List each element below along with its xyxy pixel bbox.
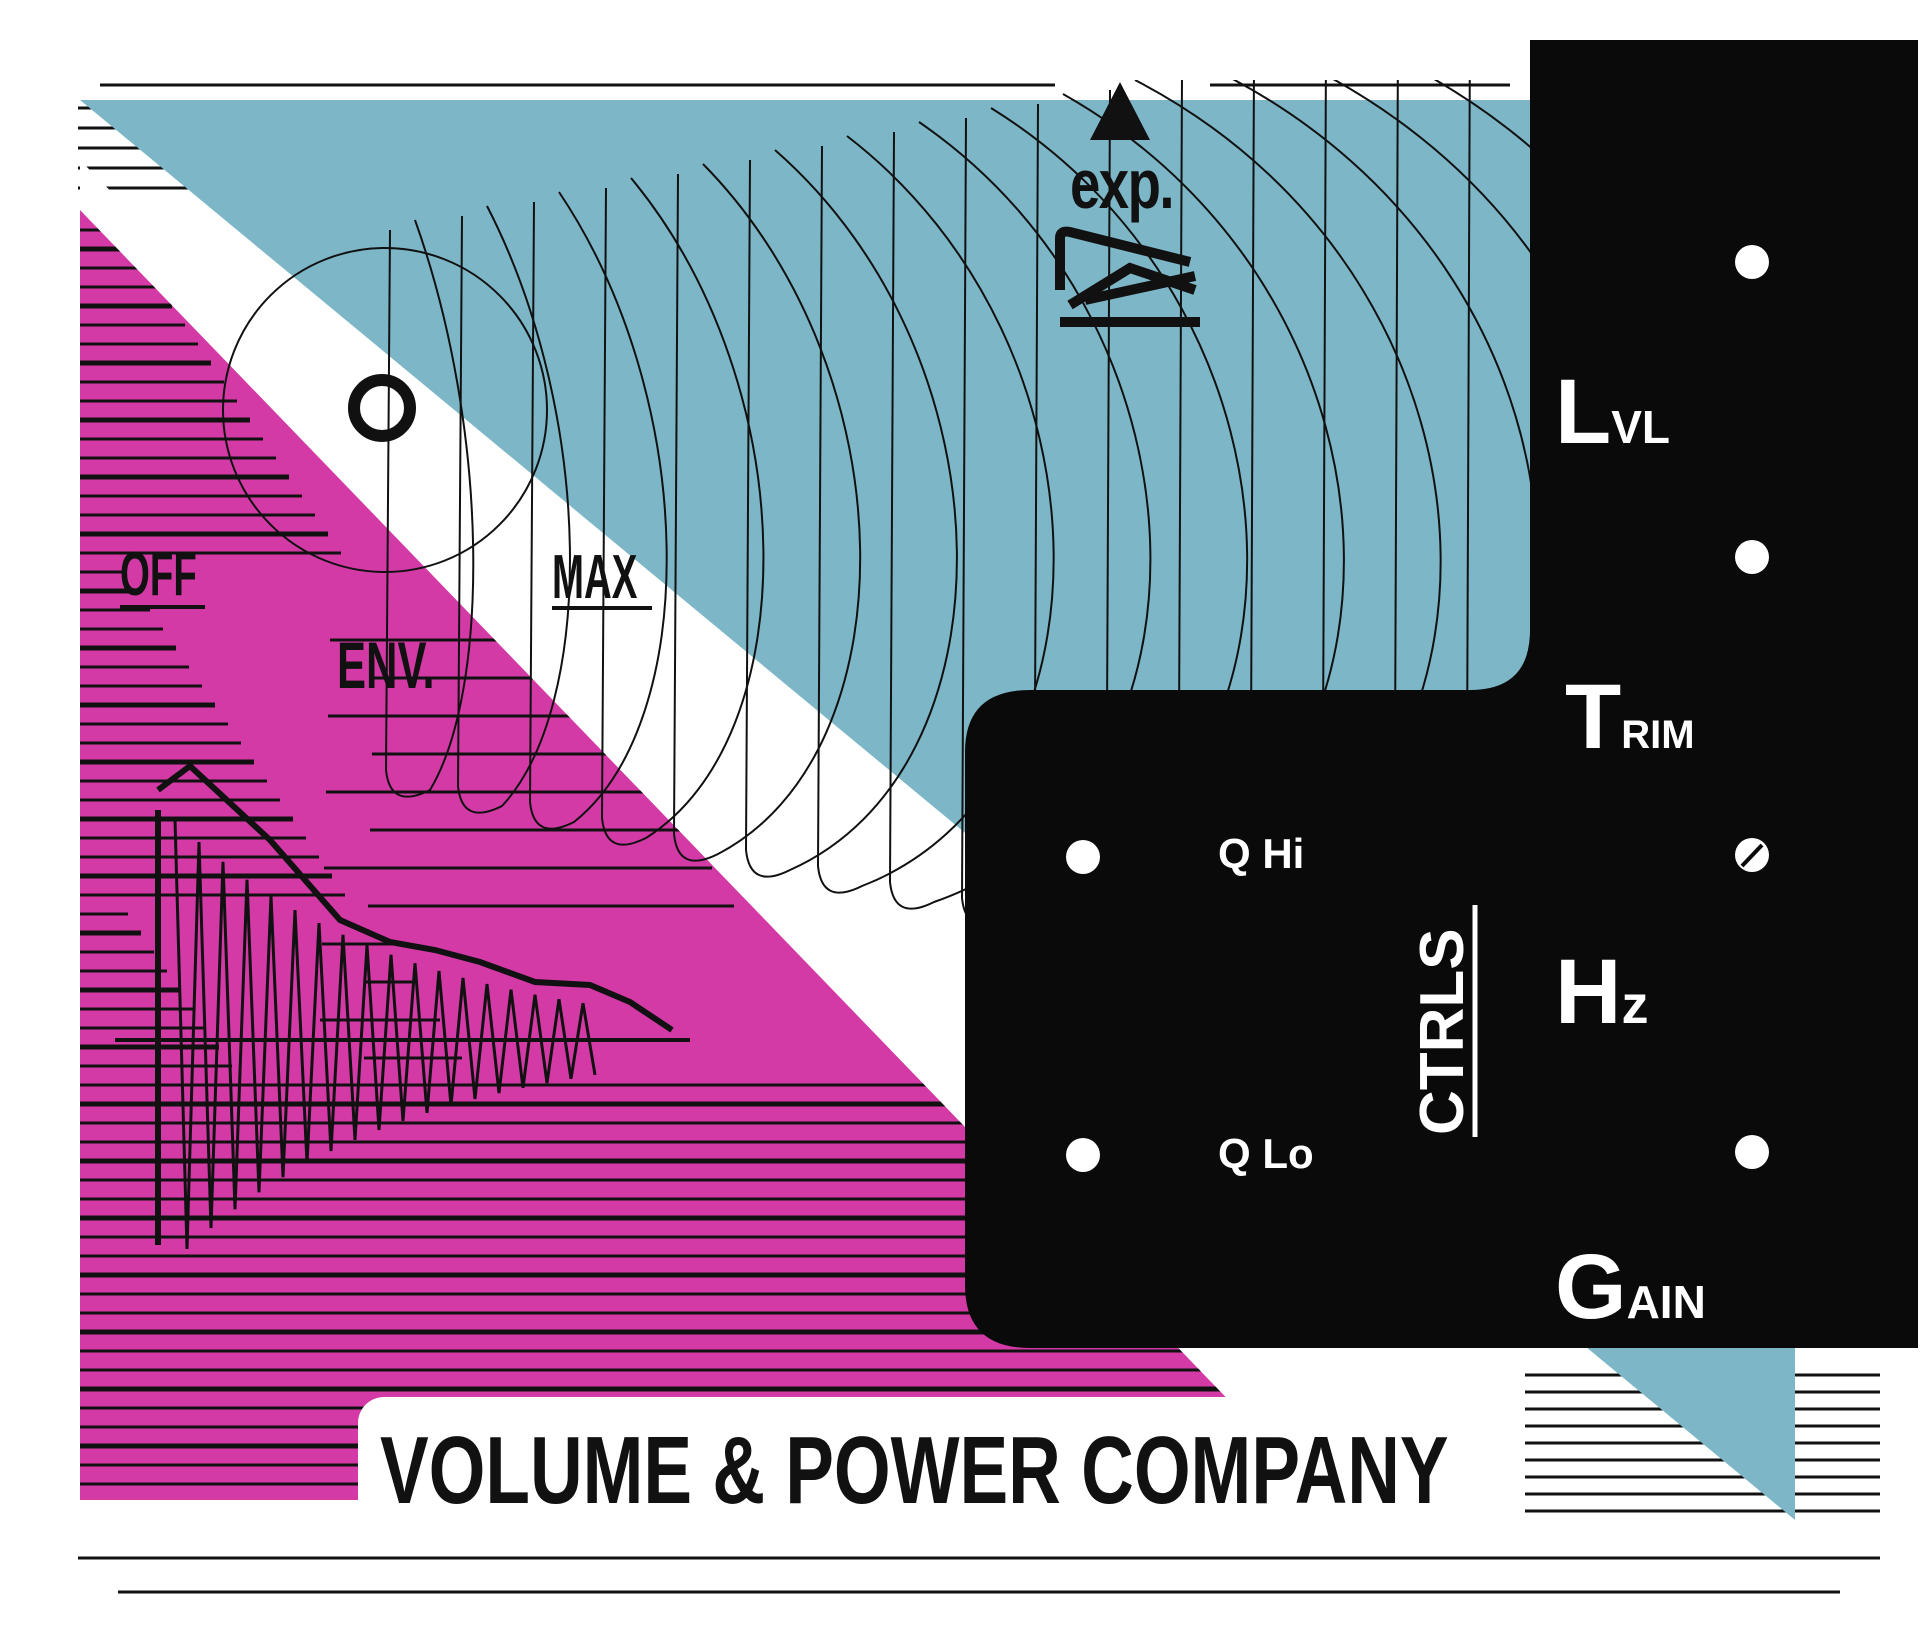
spring-wave-icon [1055, 226, 1200, 327]
waveform-arc [672, 163, 862, 862]
lvl-label: LVL [1555, 361, 1670, 463]
q-lo-label: Q Lo [1218, 1130, 1314, 1177]
waveform-arc [384, 219, 475, 798]
decay-waveform-icon [115, 762, 690, 1250]
ring-knob-icon[interactable] [348, 374, 416, 442]
background-stripes [78, 83, 1880, 1594]
brand-plate [358, 1397, 1523, 1529]
q-hi-label: Q Hi [1218, 830, 1304, 877]
hz-knob[interactable] [1735, 838, 1769, 872]
q-lo-knob[interactable] [1066, 1138, 1100, 1172]
ctrls-label: CTRLS [1408, 928, 1477, 1135]
waveform-arc [456, 205, 571, 814]
waveform-arc [600, 177, 765, 846]
trim-label: TRIM [1565, 666, 1695, 768]
waveform-arc [528, 191, 668, 830]
envelope-circle [222, 247, 548, 573]
brand-name: VOLUME & POWER COMPANY [380, 1417, 1449, 1524]
gain-knob[interactable] [1735, 1135, 1769, 1169]
exp-label: exp. [1070, 146, 1173, 224]
env-label: ENV. [337, 628, 435, 702]
trim-knob[interactable] [1735, 540, 1769, 574]
hz-label: Hz [1555, 941, 1648, 1043]
control-panel [965, 40, 1918, 1348]
off-label: OFF [120, 539, 197, 609]
triangle-up-icon [1090, 82, 1150, 140]
q-hi-knob[interactable] [1066, 840, 1100, 874]
gain-label: GAIN [1555, 1236, 1706, 1338]
lvl-knob[interactable] [1735, 245, 1769, 279]
max-label: MAX [552, 542, 637, 612]
